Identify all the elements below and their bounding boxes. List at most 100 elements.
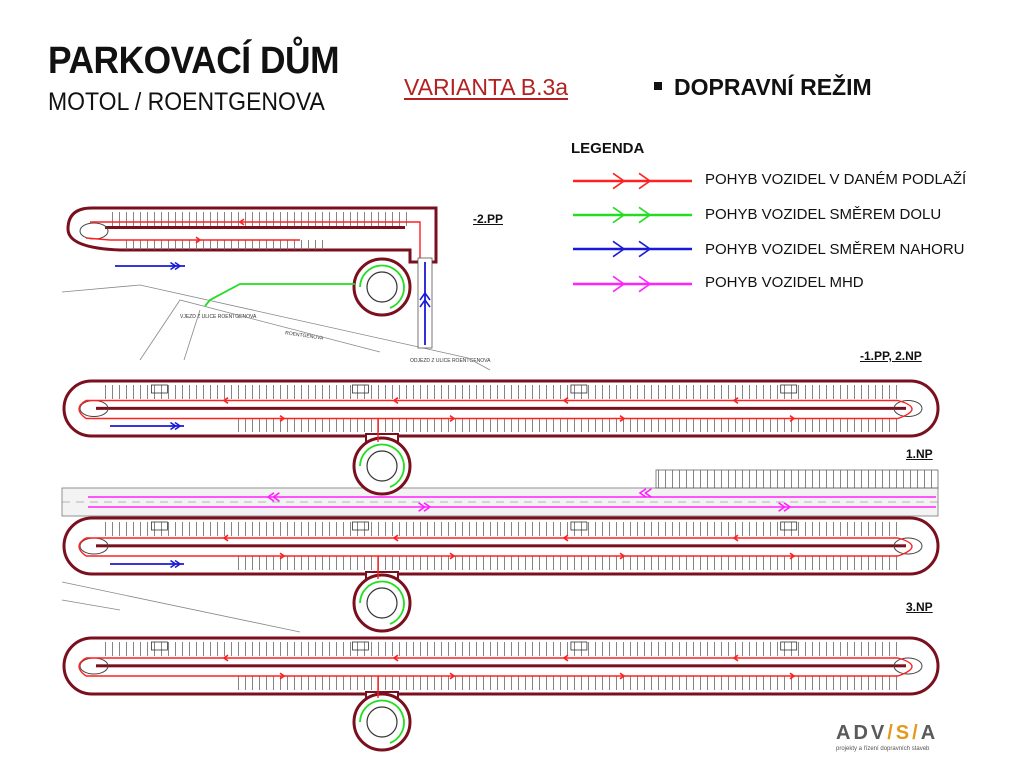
arrow-icon (222, 397, 229, 404)
arrow-icon (392, 397, 399, 404)
arrow-icon (449, 415, 456, 422)
arrow-icon (789, 552, 796, 560)
parking-stalls-top (104, 522, 898, 536)
arrow-icon (789, 672, 796, 680)
road-edge (183, 309, 201, 361)
route-line (897, 537, 913, 557)
exit-label: ODJEZD Z ULICE ROENTGENOVA (410, 358, 491, 364)
double-arrow-icon (174, 261, 182, 271)
arrow-icon (612, 206, 626, 224)
equipment-box (570, 384, 588, 394)
arrow-icon (449, 552, 456, 560)
helix-core (366, 271, 398, 303)
arrow-icon (732, 534, 739, 542)
route-line (897, 657, 913, 677)
page-subtitle: MOTOL / ROENTGENOVA (48, 88, 325, 116)
equipment-box (352, 641, 369, 651)
parking-stalls-top (110, 212, 410, 226)
divider-wall (96, 406, 906, 410)
parking-stalls-top (104, 642, 898, 656)
legend-arrow-level (573, 172, 692, 190)
arrow-icon (279, 552, 286, 560)
turnaround-island (893, 537, 923, 555)
route-line (85, 237, 300, 241)
arrow-icon (392, 654, 399, 662)
legend-label-down: POHYB VOZIDEL SMĚREM DOLU (705, 206, 942, 223)
arrow-icon (638, 206, 652, 224)
road-edge (61, 599, 121, 611)
floor-1np-plate (62, 516, 940, 633)
exit-route (204, 283, 355, 307)
helix-route (359, 699, 405, 744)
arrow-icon (392, 534, 399, 542)
double-arrow-icon (644, 488, 652, 498)
floor-label-minus1: -1.PP, 2.NP (860, 349, 922, 363)
route-line (897, 399, 913, 420)
arrow-icon (222, 534, 229, 542)
floor-label-3np: 3.NP (906, 600, 933, 614)
logo-end: A (920, 722, 939, 744)
logo-tagline: projekty a řízení dopravních staveb (836, 746, 930, 752)
variant-label: VARIANTA B.3a (404, 74, 569, 100)
equipment-box (780, 384, 798, 394)
mode-heading: DOPRAVNÍ REŽIM (654, 74, 872, 101)
equipment-box (150, 641, 168, 651)
double-arrow-icon (170, 559, 177, 569)
arrow-icon (732, 654, 739, 662)
equipment-box (570, 641, 588, 651)
arrow-icon (619, 415, 626, 422)
arrow-icon (619, 672, 626, 680)
equipment-box (780, 641, 798, 651)
road-edge (61, 284, 491, 371)
helix-core (366, 706, 398, 738)
route-line (78, 657, 87, 677)
helix-route (359, 443, 405, 488)
arrow-icon (638, 275, 652, 293)
logo-main: ADV (836, 722, 888, 744)
arrow-icon (449, 672, 456, 680)
divider-wall (96, 664, 906, 668)
turnaround-island (893, 400, 923, 417)
arrow-icon (562, 397, 569, 404)
floor-minus1-plate (62, 379, 940, 496)
arrow-icon (279, 415, 286, 422)
legend-label-bus: POHYB VOZIDEL MHD (705, 274, 864, 291)
legend-arrow-down (573, 206, 692, 224)
arrow-icon (789, 415, 796, 422)
route-line (78, 537, 87, 557)
legend-arrow-up (573, 240, 692, 258)
arrow-icon (732, 397, 739, 404)
arrow-icon (562, 654, 569, 662)
bus-stop-stalls (655, 469, 939, 489)
double-arrow-icon (174, 421, 182, 431)
arrow-icon (562, 534, 569, 542)
bullet-icon (654, 81, 662, 90)
divider-wall (105, 226, 405, 229)
logo-slash: /S/ (887, 722, 921, 744)
double-arrow-icon (638, 488, 647, 498)
legend-label-up: POHYB VOZIDEL SMĚREM NAHORU (705, 241, 965, 258)
route-line (78, 399, 87, 420)
legend-title: LEGENDA (571, 140, 645, 157)
entry-label: VJEZD Z ULICE ROENTGENOVA (180, 314, 257, 320)
floor-label-1np: 1.NP (906, 447, 933, 461)
arrow-icon (419, 291, 431, 301)
floor-3np-plate (62, 636, 940, 752)
divider-wall (96, 544, 906, 548)
double-arrow-icon (423, 502, 432, 512)
mode-heading-text: DOPRAVNÍ REŽIM (674, 74, 872, 100)
equipment-box (352, 384, 369, 394)
double-arrow-icon (418, 502, 426, 512)
arrow-icon (238, 218, 245, 226)
equipment-box (150, 521, 168, 531)
double-arrow-icon (170, 421, 177, 431)
entry-route-up (419, 262, 431, 345)
ramp-up-route (110, 559, 184, 569)
double-arrow-icon (174, 559, 182, 569)
arrow-icon (279, 672, 286, 680)
legend-label-level: POHYB VOZIDEL V DANÉM PODLAŽÍ (705, 171, 967, 188)
helix-route (359, 580, 405, 625)
ramp-up-route (110, 421, 184, 431)
double-arrow-icon (778, 502, 786, 512)
